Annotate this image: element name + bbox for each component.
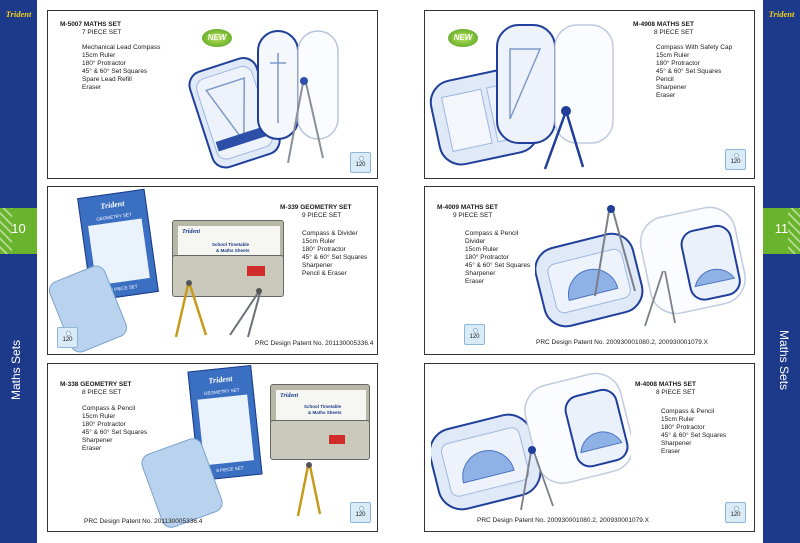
maths-set-image <box>188 30 339 169</box>
list-item: Eraser <box>465 278 485 285</box>
list-item: Sharpener <box>656 84 687 91</box>
list-item: Eraser <box>661 448 681 455</box>
tin-label: School Timetable <box>304 404 342 409</box>
product-card-m4008: M-4008 MATHS SET 8 PIECE SET Compass & P… <box>424 363 755 532</box>
feature-list: Compass With Safety Cap 15cm Ruler 180° … <box>656 44 732 100</box>
list-item: 180° Protractor <box>82 60 126 67</box>
product-card-m338: M-338 GEOMETRY SET 8 PIECE SET Compass &… <box>47 363 378 532</box>
price-tag: 120 <box>725 149 746 170</box>
price-tag: 120 <box>57 327 78 348</box>
feature-list: Compass & Pencil Divider 15cm Ruler 180°… <box>465 230 530 286</box>
new-badge: NEW <box>448 29 478 47</box>
list-item: Compass & Pencil <box>661 408 715 415</box>
list-item: 180° Protractor <box>661 424 705 431</box>
product-card-m5007: M-5007 MATHS SET 7 PIECE SET Mechanical … <box>47 10 378 179</box>
maths-set-image <box>429 24 614 170</box>
brand-logo: Trident <box>768 9 795 19</box>
list-item: Compass & Pencil <box>82 405 136 412</box>
product-card-m4009: M-4009 MATHS SET 9 PIECE SET Compass & P… <box>424 186 755 355</box>
price-tag: 120 <box>725 502 746 523</box>
list-item: Pencil <box>656 76 674 83</box>
list-item: 180° Protractor <box>82 421 126 428</box>
patent-text: PRC Design Patent No. 201130005336.4 <box>255 340 374 347</box>
patent-text: PRC Design Patent No. 200930001080.2, 20… <box>536 339 709 346</box>
tin-brand: Trident <box>182 229 201 235</box>
list-item: Mechanical Lead Compass <box>82 44 161 51</box>
list-item: 15cm Ruler <box>656 52 690 59</box>
piece-count: 8 PIECE SET <box>654 29 694 36</box>
list-item: Eraser <box>656 92 676 99</box>
feature-list: Compass & Pencil 15cm Ruler 180° Protrac… <box>661 408 726 456</box>
product-code: M-5007 MATHS SET <box>60 21 121 28</box>
list-item: 15cm Ruler <box>465 246 499 253</box>
patent-text: PRC Design Patent No. 200930001080.2, 20… <box>477 517 650 524</box>
list-item: Pencil & Eraser <box>302 270 347 277</box>
section-title: Maths Sets <box>777 330 791 391</box>
price-tag: 120 <box>350 152 371 173</box>
tin-brand: Trident <box>280 393 299 399</box>
product-card-m4908: M-4908 MATHS SET 8 PIECE SET Compass Wit… <box>424 10 755 179</box>
page-number: 11 <box>774 221 789 236</box>
piece-count: 9 PIECE SET <box>453 212 493 219</box>
new-badge: NEW <box>202 29 232 47</box>
compass-divider-image <box>174 280 262 338</box>
tin-tray <box>270 420 370 460</box>
feature-list: Compass & Pencil 15cm Ruler 180° Protrac… <box>82 405 147 453</box>
tin-label: & Maths Sheets <box>308 410 342 415</box>
maths-set-image <box>431 372 631 511</box>
product-code: M-4009 MATHS SET <box>437 204 498 211</box>
box-brand: Trident <box>207 374 233 386</box>
list-item: 45° & 60° Set Squares <box>82 429 148 436</box>
list-item: 15cm Ruler <box>302 238 336 245</box>
product-code: M-4008 MATHS SET <box>635 381 696 388</box>
list-item: 45° & 60° Set Squares <box>661 432 727 439</box>
tin-label: & Maths Sheets <box>216 248 250 253</box>
list-item: 180° Protractor <box>465 254 509 261</box>
product-card-m339: M-339 GEOMETRY SET 9 PIECE SET Compass &… <box>47 186 378 355</box>
list-item: 180° Protractor <box>656 60 700 67</box>
price-tag: 120 <box>350 502 371 523</box>
list-item: Sharpener <box>465 270 496 277</box>
piece-count: 9 PIECE SET <box>302 212 342 219</box>
product-code: M-339 GEOMETRY SET <box>280 204 352 211</box>
page-number-tab: 10 <box>0 208 37 254</box>
list-item: 45° & 60° Set Squares <box>302 254 368 261</box>
left-sidebar: Trident 10 Maths Sets <box>0 0 37 543</box>
tin-tray <box>172 255 284 297</box>
list-item: 45° & 60° Set Squares <box>82 68 148 75</box>
list-item: 45° & 60° Set Squares <box>465 262 531 269</box>
product-code: M-4908 MATHS SET <box>633 21 694 28</box>
tin-label: School Timetable <box>212 242 250 247</box>
list-item: Compass & Divider <box>302 230 358 237</box>
feature-list: Compass & Divider 15cm Ruler 180° Protra… <box>302 230 367 278</box>
list-item: Compass With Safety Cap <box>656 44 733 51</box>
page-number: 10 <box>11 221 26 236</box>
list-item: Eraser <box>82 445 102 452</box>
product-code: M-338 GEOMETRY SET <box>60 381 132 388</box>
list-item: Spare Lead Refill <box>82 76 132 83</box>
patent-text: PRC Design Patent No. 201130005336.4 <box>84 518 203 525</box>
compass-image <box>296 462 322 517</box>
piece-count: 8 PIECE SET <box>656 389 696 396</box>
page-number-tab: 11 <box>763 208 800 254</box>
piece-count: 8 PIECE SET <box>82 389 122 396</box>
list-item: Compass & Pencil <box>465 230 519 237</box>
list-item: Sharpener <box>661 440 692 447</box>
piece-count: 7 PIECE SET <box>82 29 122 36</box>
price-tag: 120 <box>464 324 485 345</box>
right-sidebar: Trident 11 Maths Sets <box>763 0 800 543</box>
list-item: Divider <box>465 238 486 245</box>
list-item: 45° & 60° Set Squares <box>656 68 722 75</box>
section-title: Maths Sets <box>9 339 23 400</box>
brand-logo: Trident <box>5 9 32 19</box>
list-item: 15cm Ruler <box>82 52 116 59</box>
list-item: Sharpener <box>302 262 333 269</box>
list-item: 180° Protractor <box>302 246 346 253</box>
feature-list: Mechanical Lead Compass 15cm Ruler 180° … <box>82 44 160 92</box>
list-item: Sharpener <box>82 437 113 444</box>
list-item: 15cm Ruler <box>661 416 695 423</box>
maths-set-image <box>535 205 746 328</box>
list-item: Eraser <box>82 84 102 91</box>
list-item: 15cm Ruler <box>82 413 116 420</box>
